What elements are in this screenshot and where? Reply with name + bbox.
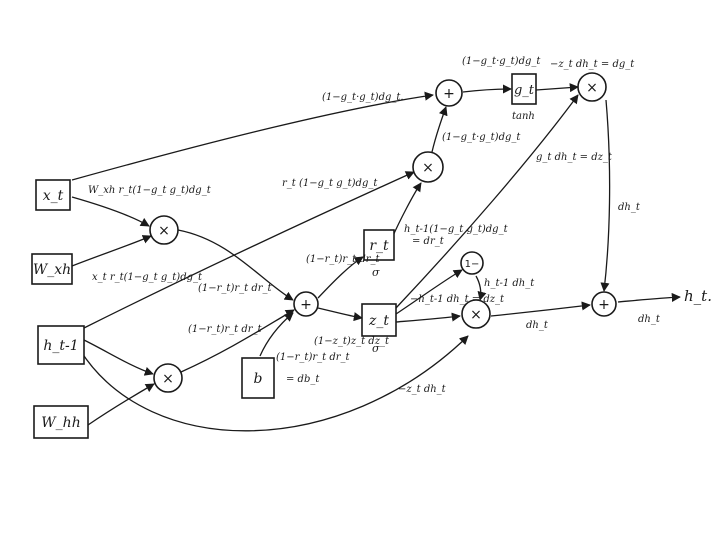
node-b-label: b [254,371,263,387]
label-xt-right: W_xh r_t(1−g_t g_t)dg_t [88,185,212,196]
edge-ht1-bottom-curve [79,335,469,432]
node-x-t-label: x_t [43,188,64,204]
edge-top-plus-to-gt [462,84,512,94]
node-w-hh-label: W_hh [41,415,80,431]
op-add-out-symbol: + [598,297,610,313]
op-mul-mid: × [461,299,491,329]
op-add-out: + [591,291,617,317]
label-wxh-right: x_t r_t(1−g_t g_t)dg_t [92,272,203,283]
node-h-t-label: h_t. [684,287,712,305]
op-add-top: + [435,79,463,107]
edge-gt-to-mul-top [535,83,579,93]
op-mul-r-symbol: × [422,160,434,176]
op-add-top-symbol: + [443,86,455,102]
node-r-t-label: r_t [369,238,389,254]
op-add-pre-symbol: + [300,297,312,313]
op-mul-1-symbol: × [158,223,170,239]
op-mul-mid-symbol: × [470,307,482,323]
op-add-pre: + [293,291,319,317]
label-b-grad: (1−r_t)r_t dr_t [276,352,351,363]
op-one-minus: 1− [460,251,484,275]
edge-out-plus-to-ht [617,292,681,303]
node-b: b [241,357,275,399]
node-h-t-1: h_t-1 [37,325,85,365]
node-g-t: g_t [511,73,537,105]
label-sum-back: (1−r_t)r_t dr_t [198,283,273,294]
tanh-label: tanh [512,111,535,122]
node-g-t-label: g_t [514,83,535,98]
label-ht1-dh: h_t-1 dh_t [484,278,535,289]
edge-wxh-to-mul1 [71,235,152,267]
node-z-t-label: z_t [368,313,389,329]
node-w-xh: W_xh [31,253,73,285]
edge-ht1-to-mul2 [83,339,154,376]
label-r-sigmoid: (1−r_t)r_t dr_t [306,254,381,265]
label-dz-eq: −h_t-1 dh_t = dz_t [410,294,505,305]
edge-one-minus-to-mul-mid [475,275,487,301]
edge-zt-to-mul-top [395,94,579,309]
op-mul-top: × [577,72,607,102]
label-ht1-dr: h_t-1(1−g_t g_t)dg_t [404,224,509,235]
op-one-minus-symbol: 1− [465,259,480,270]
op-mul-2: × [153,363,183,393]
node-w-hh: W_hh [33,405,89,439]
edge-mul-mid-to-out-plus [490,301,591,317]
label-mul-to-add: (1−g_t·g_t)dg_t [442,132,521,143]
label-dh-down: dh_t [618,202,641,213]
op-mul-2-symbol: × [162,371,174,387]
edge-xt-to-top-plus [71,91,434,181]
op-mul-r: × [412,151,444,183]
edge-whh-to-mul2 [87,383,155,426]
sigma-r-label: σ [372,266,380,279]
label-dh-out: dh_t [638,314,661,325]
node-r-t: r_t [363,229,395,261]
label-dz-from-g: g_t dh_t = dz_t [536,152,613,163]
label-dh-mid: dh_t [526,320,549,331]
node-x-t: x_t [35,179,71,211]
edge-plus-to-zt [317,307,363,322]
edge-mul-r-to-top-plus [431,106,448,153]
node-z-t: z_t [361,303,397,337]
label-top-path: (1−g_t·g_t)dg_t. [322,92,404,103]
edge-zt-to-mul-mid [395,312,461,323]
edge-zt-to-one-minus [395,269,463,315]
annotations: (1−g_t·g_t)dg_t. (1−g_t·g_t)dg_t −z_t dh… [88,56,661,395]
label-lower-sum: (1−r_t)r_t dr_t [188,324,263,335]
label-dr-eq: = dr_t [412,236,445,247]
label-dg-eq: −z_t dh_t = dg_t [550,59,635,70]
node-w-xh-label: W_xh [33,262,71,278]
label-tanh-in: (1−g_t·g_t)dg_t [462,56,541,67]
edge-mul-top-to-out-plus [600,99,611,292]
label-z-sigmoid: (1−z_t)z_t dz_t [314,336,390,347]
edge-b-to-plus [259,312,294,357]
edge-xt-to-mul1 [71,196,150,227]
edge-ht1-to-mul-r [83,171,415,329]
label-neg-z: −z_t dh_t [398,384,447,395]
edge-plus-to-rt [317,256,364,299]
op-mul-1: × [149,215,179,245]
label-db-eq: = db_t [286,374,320,385]
label-rt-grad: r_t (1−g_t g_t)dg_t [282,178,378,189]
sigma-z-label: σ [372,342,380,355]
node-h-t-1-label: h_t-1 [43,338,78,354]
edge-mul1-to-plus [177,229,294,301]
op-mul-top-symbol: × [586,80,598,96]
